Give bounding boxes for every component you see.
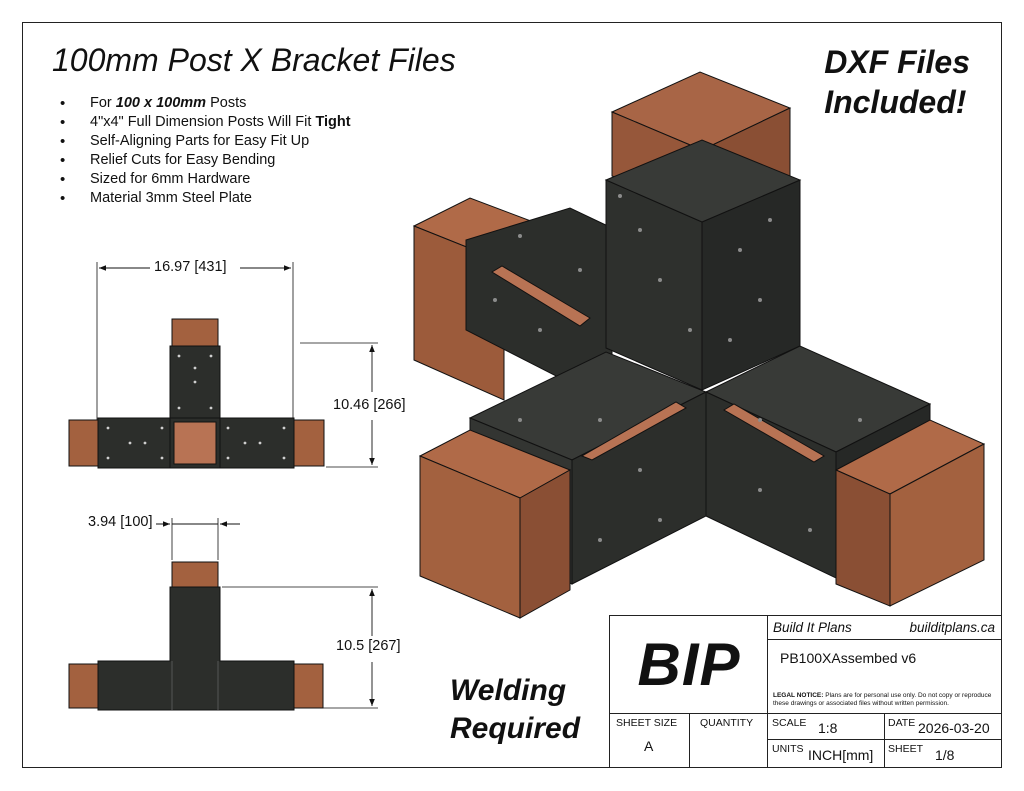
scale-value: 1:8	[818, 720, 838, 736]
welding-callout-line2: Required	[450, 712, 581, 745]
logo-cell: BIP	[610, 616, 768, 714]
sheet-size-cell: SHEET SIZE A	[610, 714, 690, 767]
dxf-callout-line1: DXF Files	[824, 44, 970, 80]
sheet-size-value: A	[644, 738, 654, 754]
drawing-title: 100mm Post X Bracket Files	[52, 42, 456, 78]
units-label: UNITS	[772, 743, 804, 755]
feature-item: Sized for 6mm Hardware	[60, 170, 351, 189]
dxf-callout-line2: Included!	[824, 84, 967, 120]
dimension-top-height: 10.46 [266]	[330, 397, 409, 413]
sheet-border	[22, 22, 1002, 768]
dimension-bottom-height: 10.5 [267]	[333, 638, 404, 654]
quantity-label: QUANTITY	[700, 717, 754, 729]
sheet-number-value: 1/8	[935, 747, 955, 763]
dimension-post-width: 3.94 [100]	[85, 514, 156, 530]
sheet-number-cell: SHEET 1/8	[885, 740, 1001, 767]
sheet-size-label: SHEET SIZE	[616, 717, 678, 729]
drawing-info-cell: PB100XAssembed v6 LEGAL NOTICE: Plans ar…	[768, 640, 1001, 714]
feature-item: For 100 x 100mm Posts	[60, 94, 351, 113]
legal-notice: LEGAL NOTICE: Plans are for personal use…	[773, 692, 992, 707]
company-row: Build It Plans builditplans.ca	[768, 616, 1001, 640]
units-cell: UNITS INCH[mm]	[768, 740, 885, 767]
dimension-overall-width: 16.97 [431]	[151, 259, 230, 275]
sheet-number-label: SHEET	[888, 743, 924, 755]
date-value: 2026-03-20	[918, 720, 990, 736]
feature-item: Relief Cuts for Easy Bending	[60, 151, 351, 170]
feature-item: Material 3mm Steel Plate	[60, 189, 351, 208]
scale-cell: SCALE 1:8	[768, 714, 885, 740]
company-name: Build It Plans	[773, 620, 852, 635]
company-website: builditplans.ca	[909, 620, 995, 635]
units-value: INCH[mm]	[808, 747, 874, 763]
welding-callout-line1: Welding	[450, 674, 567, 707]
feature-item: 4"x4" Full Dimension Posts Will Fit Tigh…	[60, 113, 351, 132]
scale-label: SCALE	[772, 717, 807, 729]
feature-list: For 100 x 100mm Posts 4"x4" Full Dimensi…	[60, 94, 351, 208]
front-view	[68, 518, 378, 711]
dxf-callout: DXF Files Included!	[824, 42, 970, 122]
isometric-view	[412, 71, 986, 619]
welding-callout: Welding Required	[450, 672, 580, 748]
date-cell: DATE 2026-03-20	[885, 714, 1001, 740]
top-view	[68, 262, 378, 469]
title-block: BIP Build It Plans builditplans.ca PB100…	[609, 615, 1002, 768]
drawing-name: PB100XAssembed v6	[780, 650, 917, 666]
quantity-cell: QUANTITY	[690, 714, 768, 767]
feature-item: Self-Aligning Parts for Easy Fit Up	[60, 132, 351, 151]
date-label: DATE	[888, 717, 916, 729]
bip-logo: BIP	[637, 631, 741, 698]
